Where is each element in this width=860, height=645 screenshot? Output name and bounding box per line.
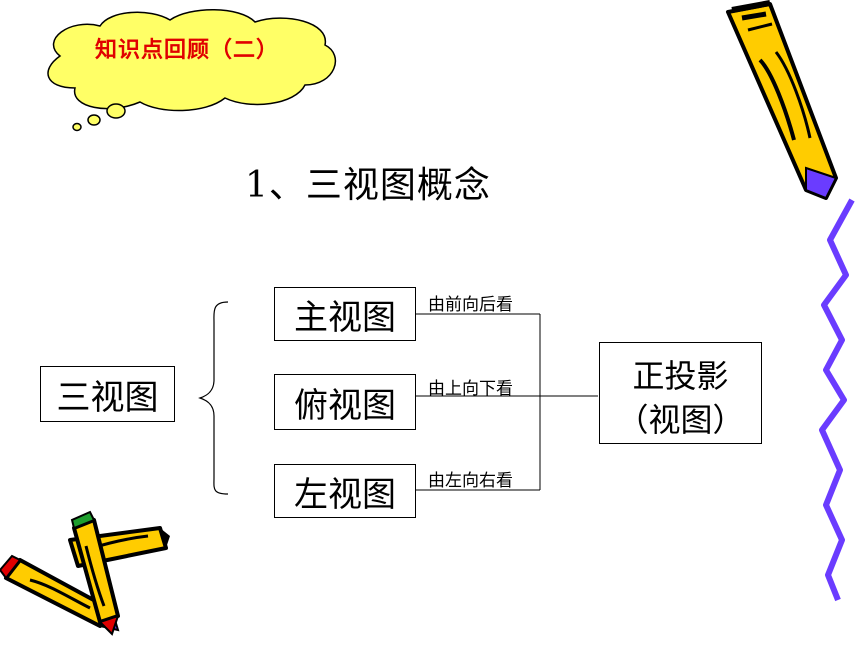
pencils-icon [0,510,170,636]
page-title: 1、三视图概念 [245,165,491,206]
root-label: 三视图 [56,377,159,418]
result-line-2: （视图） [616,401,745,439]
view-label-side: 左视图 [294,474,396,515]
view-label-top: 俯视图 [294,385,396,426]
root-box: 三视图 [40,366,175,422]
badge-text: 知识点回顾（二） [94,38,279,63]
result-line-1: 正投影 [632,357,729,395]
diagram-connectors [198,301,598,495]
view-label-front: 主视图 [294,297,396,338]
direction-label-top: 由上向下看 [428,379,513,399]
squiggle-icon [819,198,855,602]
pencil-icon [726,0,838,200]
direction-label-side: 由左向右看 [428,471,513,491]
direction-label-front: 由前向后看 [428,295,513,315]
result-box: 正投影 （视图） [599,342,762,444]
thought-cloud-icon [47,9,336,132]
view-box-top: 俯视图 [274,374,416,430]
view-box-front: 主视图 [274,287,416,341]
view-box-side: 左视图 [274,464,416,518]
